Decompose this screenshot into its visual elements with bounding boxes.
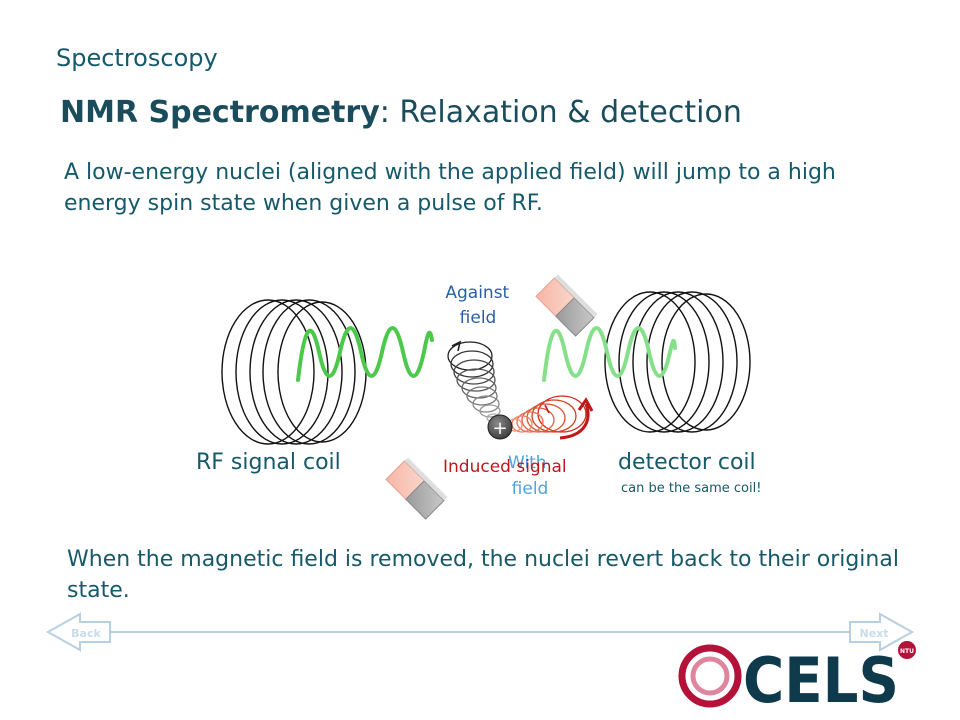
rf-coil-label: RF signal coil	[196, 450, 341, 475]
rf-wave	[296, 326, 434, 382]
section-title: Spectroscopy	[56, 44, 218, 72]
against-field-label: Against field	[445, 283, 514, 328]
next-button[interactable]: Next	[849, 612, 915, 652]
detector-coil	[604, 291, 751, 433]
induced-arrow-head-icon	[577, 397, 594, 412]
logo-badge-text: NTU	[900, 648, 914, 655]
with-field-label: With field	[508, 453, 552, 499]
magnet-bottom-icon	[385, 457, 448, 520]
back-label: Back	[71, 627, 101, 640]
induced-signal-precession	[507, 395, 587, 433]
detected-wave	[542, 326, 677, 382]
nucleus-symbol: +	[492, 418, 507, 439]
slide-title-rest: : Relaxation & detection	[379, 95, 742, 130]
slide-title: NMR Spectrometry: Relaxation & detection	[60, 95, 742, 130]
back-button[interactable]: Back	[45, 612, 111, 652]
logo-badge	[898, 641, 916, 659]
logo-text: CELS	[743, 644, 899, 717]
logo-ring-outer	[678, 644, 742, 708]
detector-note: can be the same coil!	[621, 481, 761, 496]
induced-signal-label: Induced signal	[443, 457, 567, 477]
next-arrow-icon	[849, 612, 915, 652]
logo-ring-inner	[690, 656, 730, 696]
slide-title-bold: NMR Spectrometry	[60, 95, 380, 130]
against-field-precession	[447, 340, 502, 423]
nucleus	[487, 414, 513, 440]
back-arrow-icon	[45, 612, 111, 652]
detector-coil-label: detector coil	[618, 450, 756, 475]
cels-logo: CELS NTU	[678, 641, 916, 717]
induced-signal-arrow	[559, 403, 590, 440]
intro-paragraph: A low-energy nuclei (aligned with the ap…	[64, 160, 836, 216]
outro-paragraph: When the magnetic field is removed, the …	[67, 547, 899, 603]
magnet-top-icon	[535, 274, 598, 337]
next-label: Next	[859, 627, 888, 640]
rf-signal-coil	[221, 299, 367, 445]
